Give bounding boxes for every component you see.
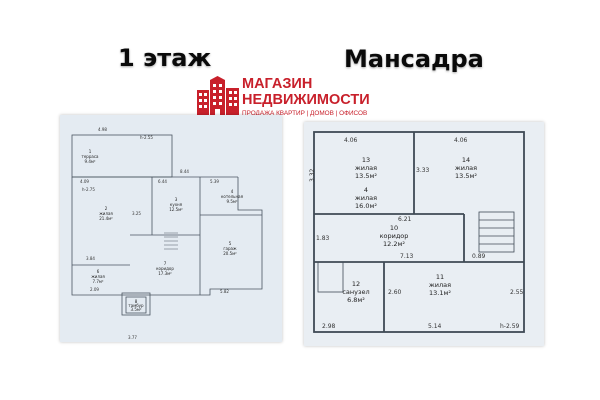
svg-text:6.8м²: 6.8м² [347, 296, 365, 304]
svg-text:тамбур: тамбур [128, 303, 144, 308]
attic-dim: 5.14 [428, 323, 442, 330]
svg-text:11: 11 [436, 273, 444, 281]
floor1-plan: 4.98 h-2.55 4.09 6.44 5.39 8.44 3.77 5.8… [60, 115, 282, 342]
floor1-dim: 5.39 [210, 179, 219, 184]
attic-dim: 7.13 [400, 253, 414, 260]
attic-walls [313, 131, 525, 333]
floor1-dim: 5.82 [220, 289, 229, 294]
svg-text:жилая: жилая [91, 274, 105, 279]
svg-text:12.5м²: 12.5м² [169, 207, 183, 212]
floor1-dim: 4.98 [98, 127, 107, 132]
svg-text:14: 14 [462, 156, 470, 164]
floor1-outer-walls [71, 134, 263, 316]
svg-text:13.5м²: 13.5м² [455, 172, 477, 180]
attic-stairs [478, 211, 515, 253]
floor1-dim: 6.44 [158, 179, 167, 184]
svg-text:4: 4 [231, 189, 234, 194]
svg-text:коридор: коридор [380, 232, 409, 240]
svg-text:котельная: котельная [221, 194, 244, 199]
svg-text:1: 1 [89, 149, 92, 154]
attic-dim: 2.60 [388, 289, 402, 296]
brand-tagline: ПРОДАЖА КВАРТИР | ДОМОВ | ОФИСОВ [242, 110, 368, 117]
attic-dim: 2.98 [322, 323, 336, 330]
floor1-dim: 2.09 [90, 287, 99, 292]
svg-text:жилая: жилая [99, 211, 113, 216]
svg-text:7.7м²: 7.7м² [93, 279, 104, 284]
attic-dim: 4.06 [454, 137, 468, 144]
svg-text:13.5м²: 13.5м² [355, 172, 377, 180]
svg-text:2: 2 [105, 206, 108, 211]
svg-text:коридор: коридор [156, 266, 174, 271]
floor1-dim: 3.77 [128, 335, 137, 340]
attic-dim: 0.89 [472, 253, 486, 260]
svg-text:12: 12 [352, 280, 360, 288]
svg-text:7: 7 [164, 261, 167, 266]
svg-text:9.4м²: 9.4м² [85, 159, 96, 164]
floor1-dim: 3.84 [86, 256, 95, 261]
floor1-dim: h-2.55 [140, 135, 153, 140]
svg-text:9.5м²: 9.5м² [227, 199, 238, 204]
svg-text:5: 5 [229, 241, 232, 246]
svg-text:3: 3 [175, 197, 178, 202]
attic-dim: 3.32 [309, 168, 316, 182]
svg-text:8: 8 [135, 299, 138, 304]
svg-text:жилая: жилая [455, 164, 477, 172]
floor1-stairs [164, 232, 178, 250]
brand-logo: МАГАЗИН НЕДВИЖИМОСТИ ПРОДАЖА КВАРТИР | Д… [196, 76, 406, 118]
floor1-heading: 1 этаж [118, 44, 212, 72]
floor1-dim: 3.25 [132, 211, 141, 216]
svg-text:гараж: гараж [223, 246, 237, 251]
svg-text:12.2м²: 12.2м² [383, 240, 405, 248]
attic-dim: 1.83 [316, 235, 330, 242]
svg-text:жилая: жилая [355, 164, 377, 172]
svg-text:17.3м²: 17.3м² [158, 271, 172, 276]
attic-dim: 3.33 [416, 167, 430, 174]
svg-text:13: 13 [362, 156, 370, 164]
attic-heading: Мансадра [344, 45, 484, 73]
svg-text:6: 6 [97, 269, 100, 274]
brand-name: МАГАЗИН НЕДВИЖИМОСТИ [242, 76, 370, 108]
svg-text:3.5м²: 3.5м² [131, 307, 142, 312]
svg-text:жилая: жилая [429, 281, 451, 289]
attic-dim: 2.55 [510, 289, 524, 296]
attic-dim: 6.21 [398, 216, 412, 223]
svg-text:4: 4 [364, 186, 368, 194]
svg-text:терраса: терраса [82, 154, 100, 159]
buildings-logo-icon [197, 76, 239, 116]
attic-dim: 4.06 [344, 137, 358, 144]
floor1-dim: 4.09 [80, 179, 89, 184]
attic-dim: h-2.59 [500, 323, 520, 330]
brand-line1: МАГАЗИН [242, 76, 313, 92]
floor1-dim: 8.44 [180, 169, 189, 174]
svg-text:санузел: санузел [342, 288, 369, 296]
svg-text:16.0м²: 16.0м² [355, 202, 377, 210]
floor1-dim: h-2.75 [82, 187, 95, 192]
svg-text:13.1м²: 13.1м² [429, 289, 451, 297]
svg-text:21.4м²: 21.4м² [99, 216, 113, 221]
svg-text:10: 10 [390, 224, 398, 232]
brand-line2: НЕДВИЖИМОСТИ [242, 92, 370, 108]
svg-text:жилая: жилая [355, 194, 377, 202]
svg-text:кухня: кухня [170, 202, 183, 207]
floor1-dims: 4.98 h-2.55 4.09 6.44 5.39 8.44 3.77 5.8… [80, 127, 229, 340]
svg-text:20.5м²: 20.5м² [223, 251, 237, 256]
